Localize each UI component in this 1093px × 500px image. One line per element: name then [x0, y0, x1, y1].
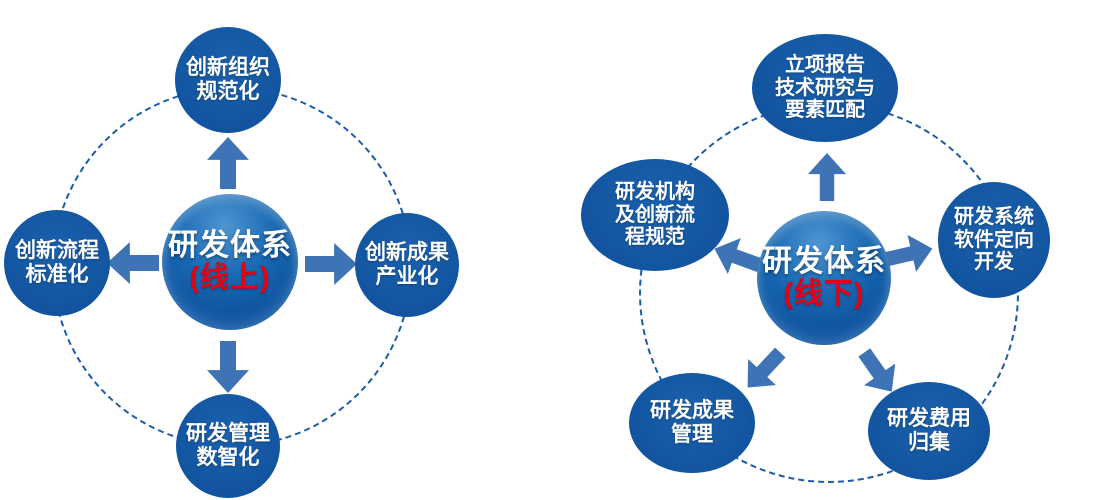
left-satellite-left-label: 创新流程 标准化 [15, 239, 99, 286]
left-satellite-right: 创新成果 产业化 [355, 213, 459, 317]
right-center-subtitle: (线下) [783, 277, 865, 310]
right-satellite-lower-left: 研发成果 管理 [629, 373, 755, 473]
right-center-node: 研发体系 (线下) [757, 211, 891, 345]
right-satellite-lower-right-label: 研发费用 归集 [887, 407, 971, 454]
left-satellite-bottom-label: 研发管理 数智化 [186, 422, 270, 469]
right-satellite-top: 立项报告 技术研究与 要素匹配 [752, 34, 898, 142]
left-center-title: 研发体系 [168, 228, 292, 262]
right-satellite-lower-left-label: 研发成果 管理 [650, 399, 734, 446]
right-satellite-upper-left: 研发机构 及创新流 程规范 [581, 159, 729, 271]
left-satellite-bottom: 研发管理 数智化 [176, 394, 280, 498]
left-satellite-left: 创新流程 标准化 [4, 210, 110, 316]
right-satellite-upper-right: 研发系统 软件定向 开发 [938, 182, 1050, 298]
left-center-subtitle: (线上) [189, 261, 271, 294]
right-satellite-upper-left-label: 研发机构 及创新流 程规范 [615, 181, 695, 249]
right-center-title: 研发体系 [762, 244, 886, 278]
left-satellite-right-label: 创新成果 产业化 [365, 241, 449, 288]
right-satellite-lower-right: 研发费用 归集 [868, 382, 990, 480]
left-center-node: 研发体系 (线上) [162, 194, 298, 330]
right-satellite-top-label: 立项报告 技术研究与 要素匹配 [775, 54, 875, 122]
left-satellite-top-label: 创新组织 规范化 [186, 56, 270, 103]
left-satellite-top: 创新组织 规范化 [175, 27, 281, 133]
right-satellite-upper-right-label: 研发系统 软件定向 开发 [954, 206, 1034, 274]
